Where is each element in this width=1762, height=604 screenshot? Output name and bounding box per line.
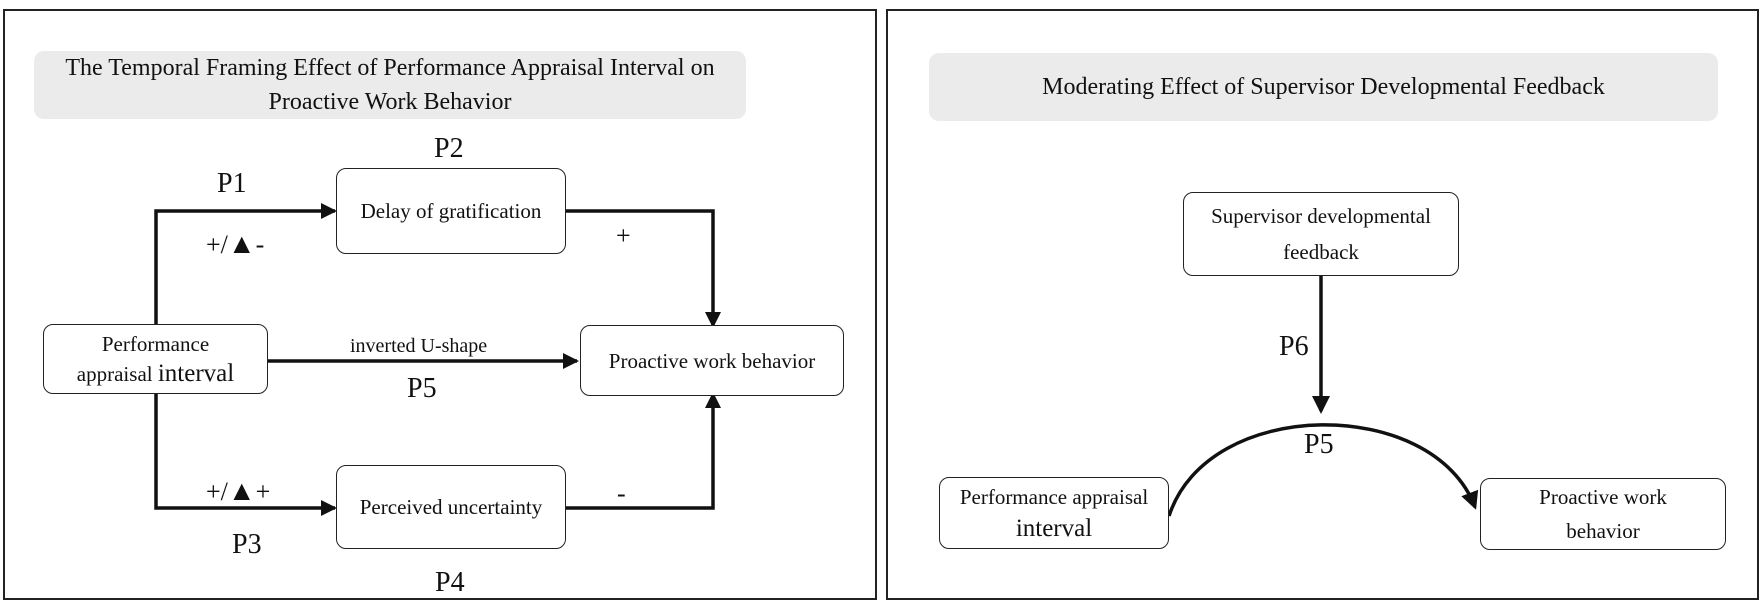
node-proactive-right-line1: Proactive work (1539, 485, 1667, 509)
left-panel: The Temporal Framing Effect of Performan… (3, 9, 877, 600)
node-interval-line1: Performance (101, 332, 210, 356)
node-interval-line2a: appraisal (76, 362, 158, 386)
left-connectors (154, 203, 721, 516)
node-uncertainty-label: Perceived uncertainty (359, 495, 543, 519)
node-performance-appraisal-interval: Performance appraisal interval (43, 324, 268, 394)
label-inverted-u-shape: inverted U-shape (350, 335, 488, 357)
sign-p3-suffix: + (255, 477, 271, 506)
triangle-icon: ▲ (227, 229, 256, 260)
sign-p1-suffix: - (255, 230, 265, 259)
right-connectors (1167, 276, 1479, 517)
label-p5: P5 (407, 373, 437, 404)
node-delay-label: Delay of gratification (360, 199, 542, 223)
arrow-interval-to-delay (154, 203, 337, 324)
label-p2: P2 (434, 133, 464, 164)
triangle-icon: ▲ (227, 476, 256, 507)
sign-p3-prefix: +/ (206, 477, 228, 506)
label-p3: P3 (232, 529, 262, 560)
right-panel: Moderating Effect of Supervisor Developm… (886, 9, 1759, 600)
label-sign-p2: + (616, 221, 631, 250)
node-supervisor-line1: Supervisor developmental (1211, 204, 1431, 228)
arrow-uncertainty-to-proactive (564, 392, 721, 510)
node-performance-appraisal-interval-right: Performance appraisal interval (939, 477, 1169, 549)
node-proactive-right-line2: behavior (1566, 519, 1640, 543)
arrow-interval-to-uncertainty (154, 352, 337, 516)
node-proactive-work-behavior-right: Proactive work behavior (1480, 478, 1726, 550)
node-interval-right-line1: Performance appraisal (959, 485, 1149, 509)
curve-interval-to-proactive (1167, 423, 1479, 517)
label-p1: P1 (217, 168, 247, 199)
label-p5-right: P5 (1304, 429, 1334, 460)
node-proactive-work-behavior: Proactive work behavior (580, 325, 844, 396)
arrow-delay-to-proactive (564, 209, 721, 328)
label-sign-p1: +/▲- (206, 231, 264, 259)
sign-p1-prefix: +/ (206, 230, 228, 259)
node-delay-of-gratification: Delay of gratification (336, 168, 566, 254)
label-p6: P6 (1279, 331, 1309, 362)
right-panel-title: Moderating Effect of Supervisor Developm… (929, 53, 1718, 121)
node-interval-right-line2: interval (1015, 515, 1093, 542)
left-panel-title: The Temporal Framing Effect of Performan… (34, 51, 746, 119)
label-p4: P4 (435, 567, 465, 598)
node-supervisor-developmental-feedback: Supervisor developmental feedback (1183, 192, 1459, 276)
label-sign-p3: +/▲+ (206, 478, 270, 506)
node-interval-line2b: interval (157, 360, 235, 387)
label-sign-p4: - (617, 479, 626, 508)
node-perceived-uncertainty: Perceived uncertainty (336, 465, 566, 549)
node-supervisor-line2: feedback (1283, 240, 1359, 264)
node-proactive-label: Proactive work behavior (608, 348, 816, 373)
